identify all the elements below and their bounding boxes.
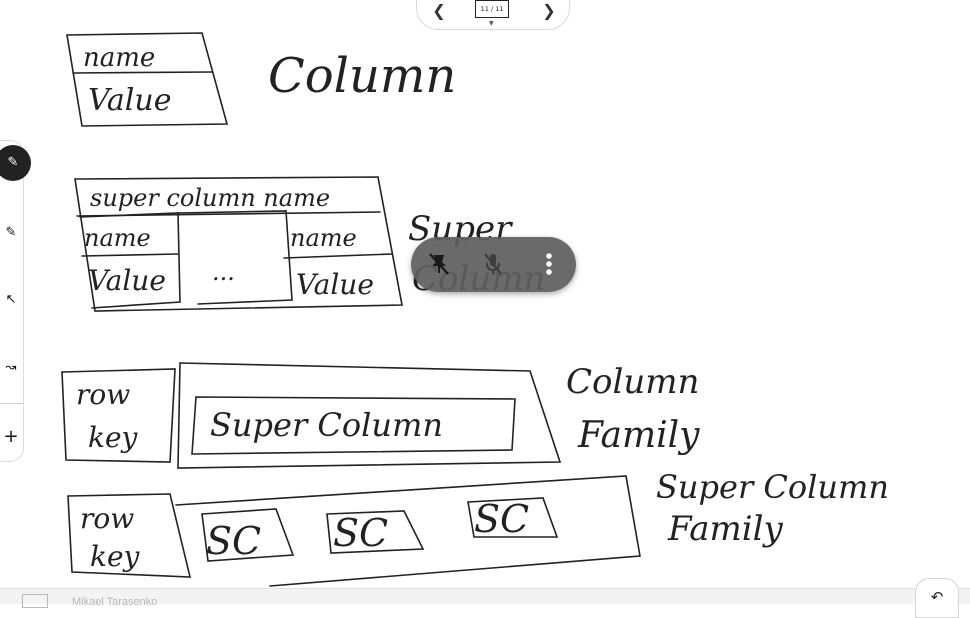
select-arrow-icon[interactable]: ↖: [5, 292, 17, 307]
super-column-ellipsis: ...: [212, 258, 235, 286]
column-family-title-line2: Family: [577, 415, 700, 456]
super-column-left-name: name: [84, 224, 151, 252]
presenter-name: Mikael Tarasenko: [72, 596, 158, 608]
pin-off-icon[interactable]: [425, 250, 453, 278]
column-name-label: name: [83, 43, 155, 73]
page-navigator: ❮ 11 / 11 ▼ ❯: [416, 0, 570, 30]
column-family-inner-box: [191, 396, 516, 455]
scf-sc2-text: SC: [333, 511, 388, 555]
column-box-divider: [72, 71, 213, 74]
chevron-left-icon[interactable]: ❮: [432, 1, 446, 20]
marker-icon[interactable]: ✎: [5, 225, 17, 240]
scf-title-line2: Family: [667, 509, 784, 549]
scf-rowkey-line1: row: [80, 502, 134, 535]
page-indicator[interactable]: 11 / 11: [475, 0, 509, 18]
super-column-outer: [74, 176, 403, 312]
more-vert-icon[interactable]: [535, 250, 563, 278]
column-family-rowkey-box: [61, 368, 176, 463]
scf-sc2-box: [326, 510, 425, 554]
scf-sc1-box: [201, 508, 295, 562]
super-column-mid-box: [177, 210, 293, 305]
column-family-inner-text: Super Column: [210, 406, 443, 444]
bottom-status-bar: Mikael Tarasenko: [0, 588, 970, 608]
column-title: Column: [268, 48, 456, 104]
column-box-outline: [66, 32, 229, 127]
scf-outer: [175, 475, 641, 587]
super-column-left-value: Value: [88, 264, 166, 297]
scf-rowkey-line2: key: [90, 540, 141, 573]
pen-icon[interactable]: ✎: [0, 145, 31, 181]
super-column-right-divider: [283, 253, 393, 259]
column-family-rowkey-line1: row: [76, 378, 130, 411]
super-column-left-divider: [81, 253, 179, 257]
screen-share-icon: [22, 594, 48, 608]
caret-down-icon: ▼: [489, 20, 494, 27]
add-icon[interactable]: +: [3, 426, 19, 447]
mic-off-icon[interactable]: [479, 250, 507, 278]
column-family-title-line1: Column: [566, 362, 699, 402]
scf-sc3-text: SC: [474, 497, 529, 541]
scf-sc3-box: [467, 497, 559, 538]
column-family-rowkey-line2: key: [88, 421, 139, 454]
scf-rowkey-box: [67, 493, 192, 578]
scf-title-line1: Super Column: [656, 468, 889, 506]
scf-sc1-text: SC: [206, 519, 261, 563]
chevron-right-icon[interactable]: ❯: [542, 1, 556, 20]
column-family-outer: [177, 362, 562, 469]
laser-icon[interactable]: ↝: [5, 360, 17, 375]
drawing-toolbar: ✎ ✎ ↖ ↝ +: [0, 140, 31, 462]
call-controls-pill: [411, 237, 576, 292]
whiteboard-canvas[interactable]: name Value Column super column name name…: [0, 0, 970, 604]
super-column-right-name: name: [290, 224, 357, 252]
undo-icon[interactable]: ↶: [915, 578, 959, 618]
toolbar-divider: [0, 403, 23, 404]
super-column-right-value: Value: [296, 268, 374, 301]
super-column-header-text: super column name: [90, 184, 330, 212]
column-value-label: Value: [88, 83, 171, 118]
super-column-left-name-box: [79, 212, 181, 309]
